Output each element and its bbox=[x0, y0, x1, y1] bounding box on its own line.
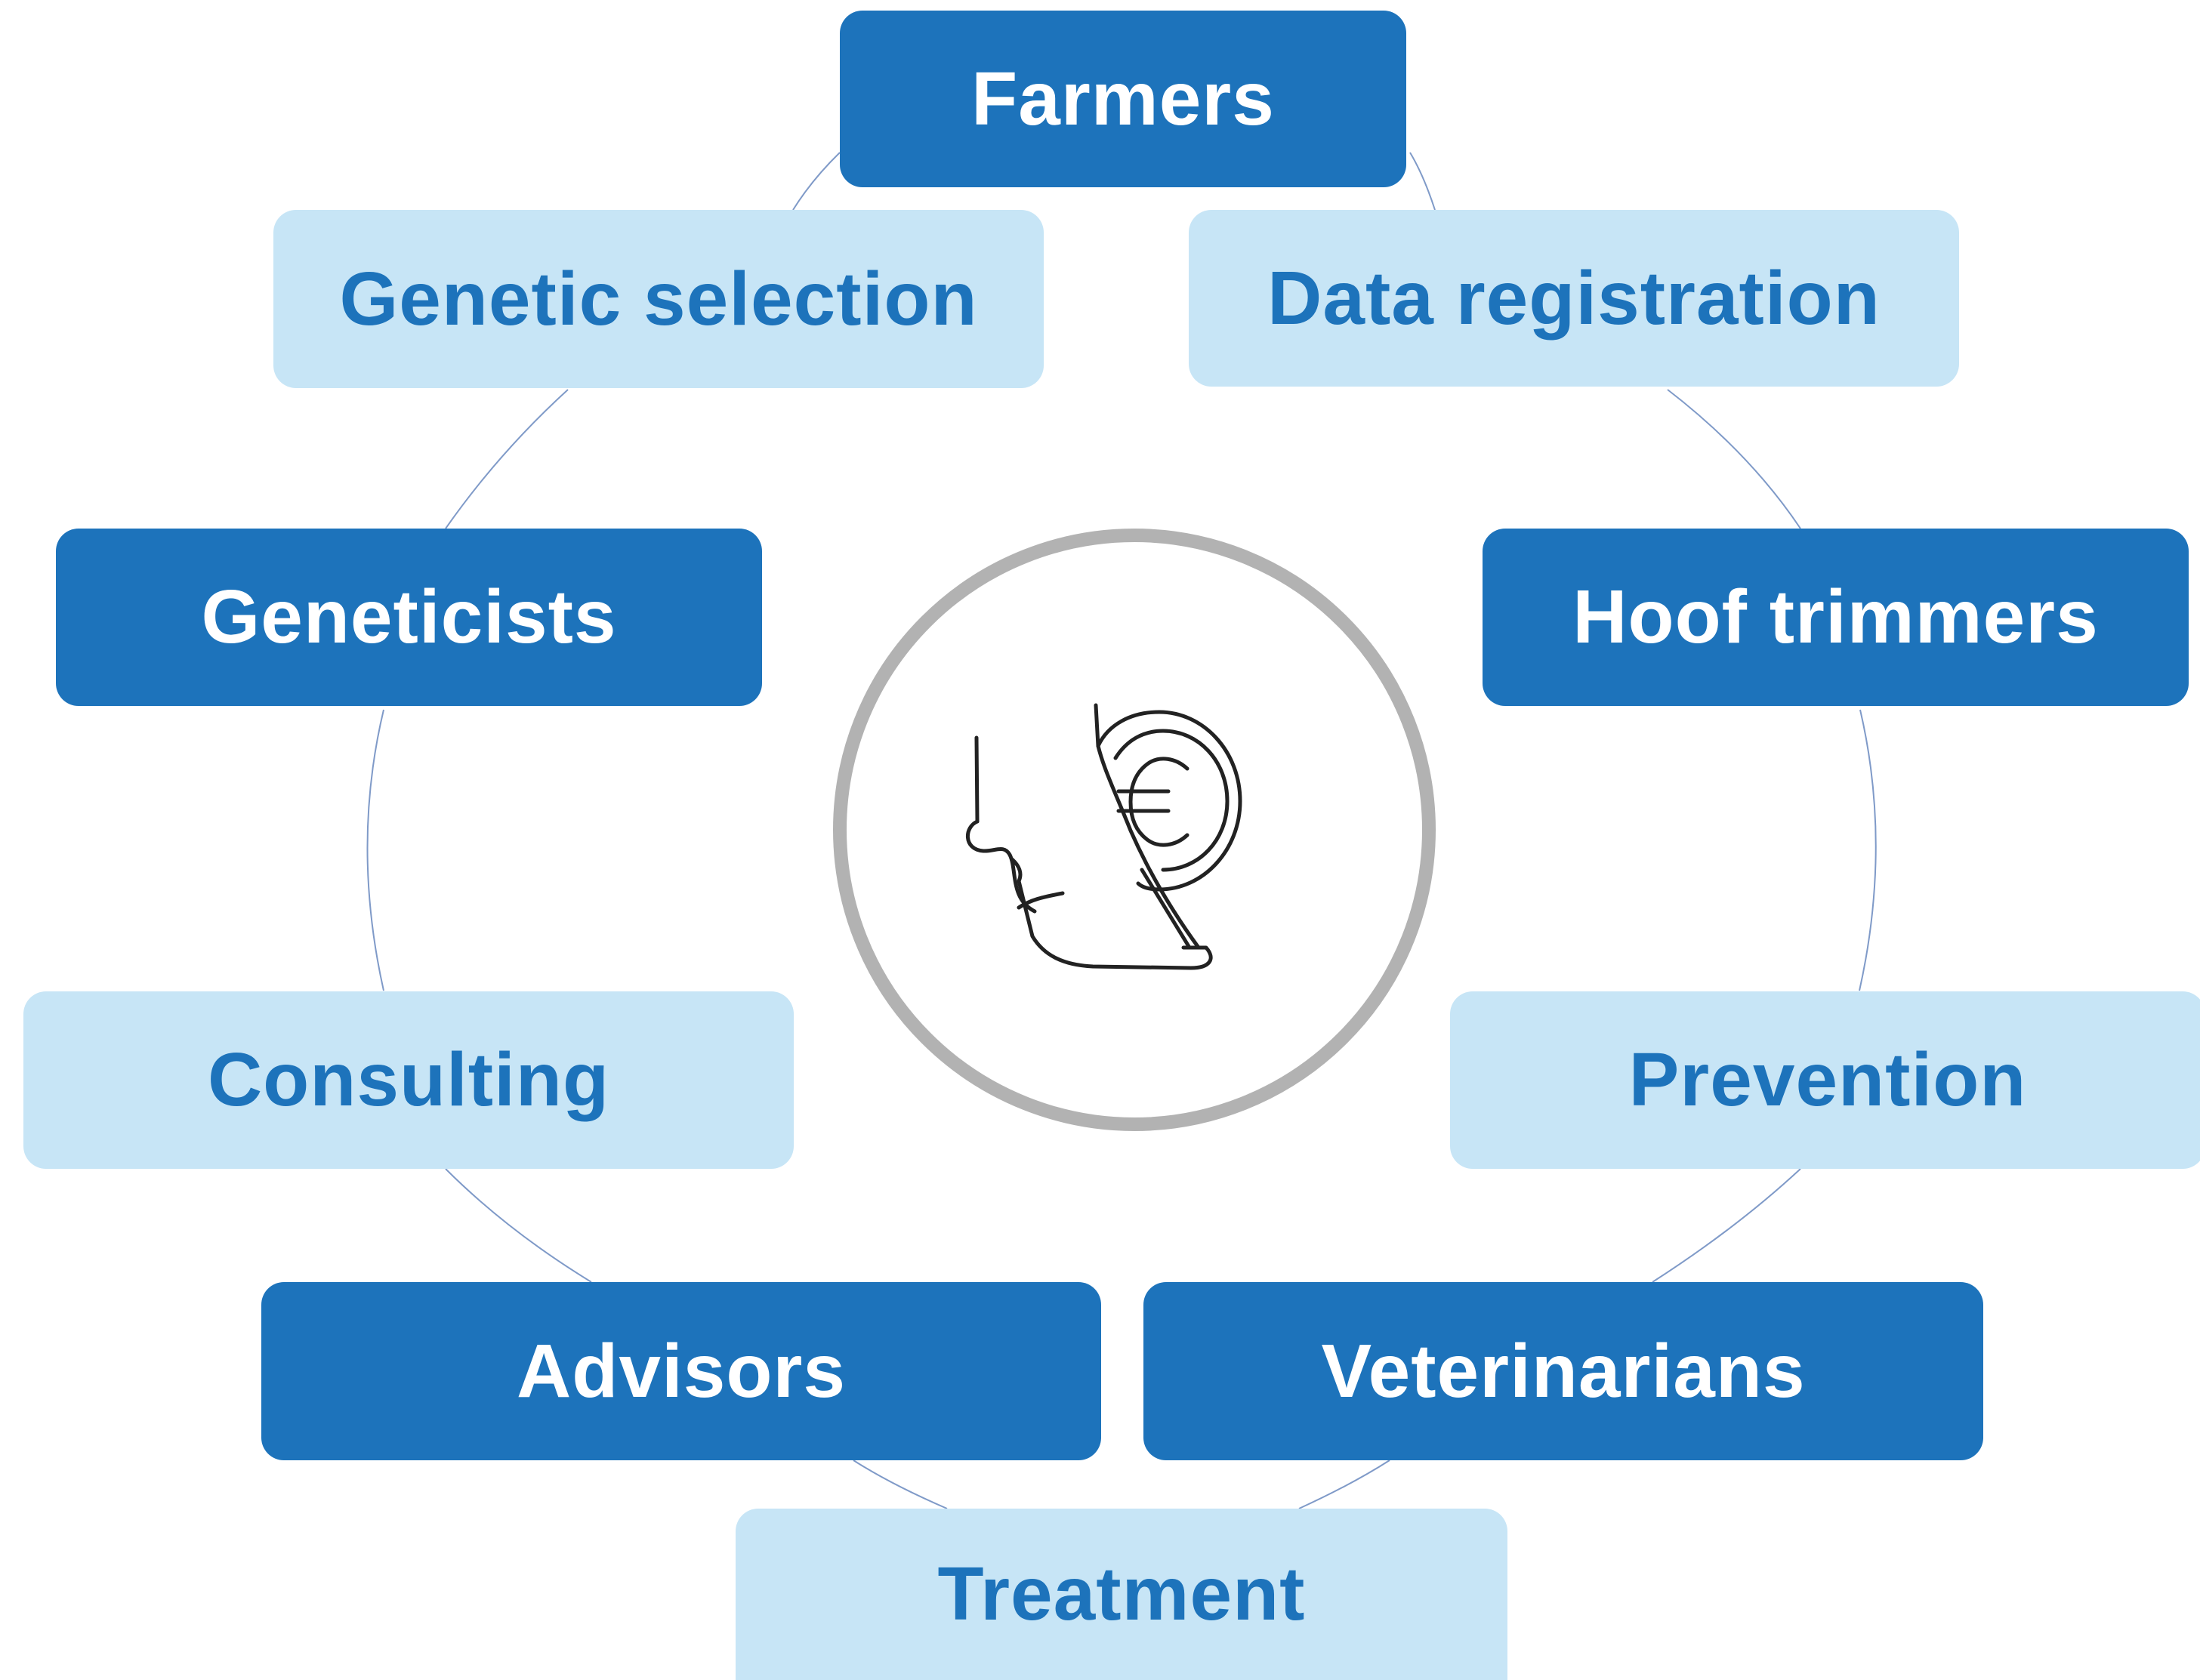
connector-consulting-geneticists bbox=[366, 709, 384, 991]
connector-genetic-selection-farmers bbox=[792, 152, 841, 211]
connector-advisors-consulting bbox=[445, 1168, 592, 1283]
connector-hoof-trimmers-prevention bbox=[1859, 709, 1877, 991]
connector-farmers-data-registration bbox=[1409, 152, 1436, 211]
node-hoof-trimmers: Hoof trimmers bbox=[1483, 529, 2189, 706]
node-consulting: Consulting bbox=[23, 991, 794, 1169]
connector-data-registration-hoof-trimmers bbox=[1667, 389, 1801, 529]
node-prevention: Prevention bbox=[1450, 991, 2200, 1169]
node-advisors: Advisors bbox=[261, 1282, 1101, 1460]
node-geneticists: Geneticists bbox=[56, 529, 762, 706]
node-data-registration: Data registration bbox=[1189, 210, 1959, 387]
node-farmers: Farmers bbox=[840, 11, 1406, 187]
connector-prevention-veterinarians bbox=[1652, 1168, 1801, 1283]
node-veterinarians: Veterinarians bbox=[1143, 1282, 1983, 1460]
cow-hoof-euro-coin-icon bbox=[965, 703, 1242, 970]
connector-treatment-advisors bbox=[853, 1460, 948, 1509]
node-treatment: Treatment bbox=[736, 1509, 1507, 1680]
node-genetic-selection: Genetic selection bbox=[273, 210, 1044, 388]
connector-veterinarians-treatment bbox=[1298, 1460, 1390, 1509]
connector-geneticists-genetic-selection bbox=[445, 389, 569, 529]
